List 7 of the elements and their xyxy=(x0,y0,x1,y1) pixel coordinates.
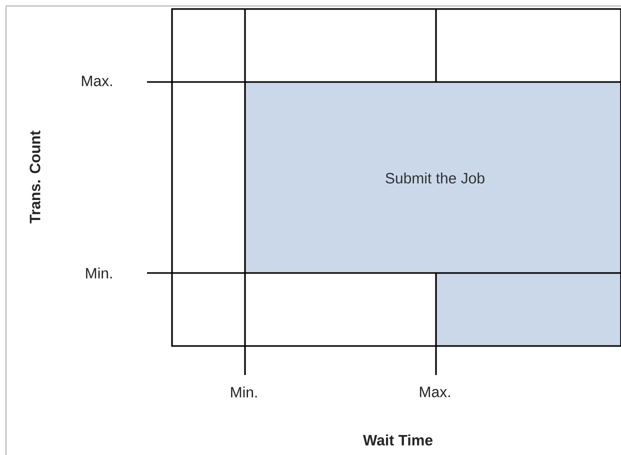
axis-tick-label: Min. xyxy=(231,386,257,398)
shaded-region: Submit the Job xyxy=(245,82,621,346)
axis-tick-label: Max. xyxy=(420,386,450,398)
axis-title: Wait Time xyxy=(363,434,432,446)
axis-title: Trans. Count xyxy=(30,130,40,224)
axis-tick-label: Min. xyxy=(86,268,112,278)
axis-tick-label: Max. xyxy=(82,76,112,86)
